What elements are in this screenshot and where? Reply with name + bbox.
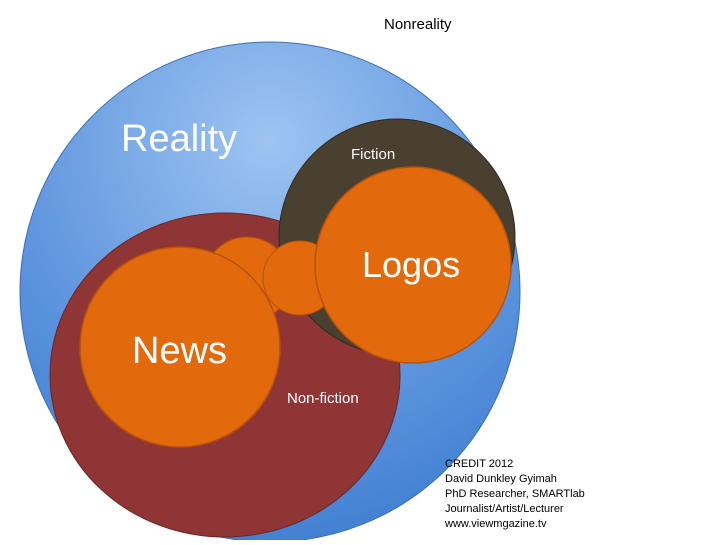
credit-line: PhD Researcher, SMARTlab: [445, 488, 585, 500]
credit-line: CREDIT 2012: [445, 458, 514, 470]
news-label: News: [132, 330, 228, 372]
nonfiction-label: Non-fiction: [287, 390, 359, 407]
news-circle: [79, 246, 281, 448]
credit-line: www.viewmgazine.tv: [445, 518, 547, 530]
nonreality-label: Nonreality: [384, 16, 452, 33]
credit-block: CREDIT 2012 David Dunkley Gyimah PhD Res…: [445, 457, 585, 532]
logos-label: Logos: [362, 244, 461, 285]
reality-label: Reality: [121, 118, 238, 160]
fiction-label: Fiction: [351, 146, 396, 163]
credit-line: Journalist/Artist/Lecturer: [445, 503, 564, 515]
logos-circle: [314, 166, 512, 364]
credit-line: David Dunkley Gyimah: [445, 473, 557, 485]
